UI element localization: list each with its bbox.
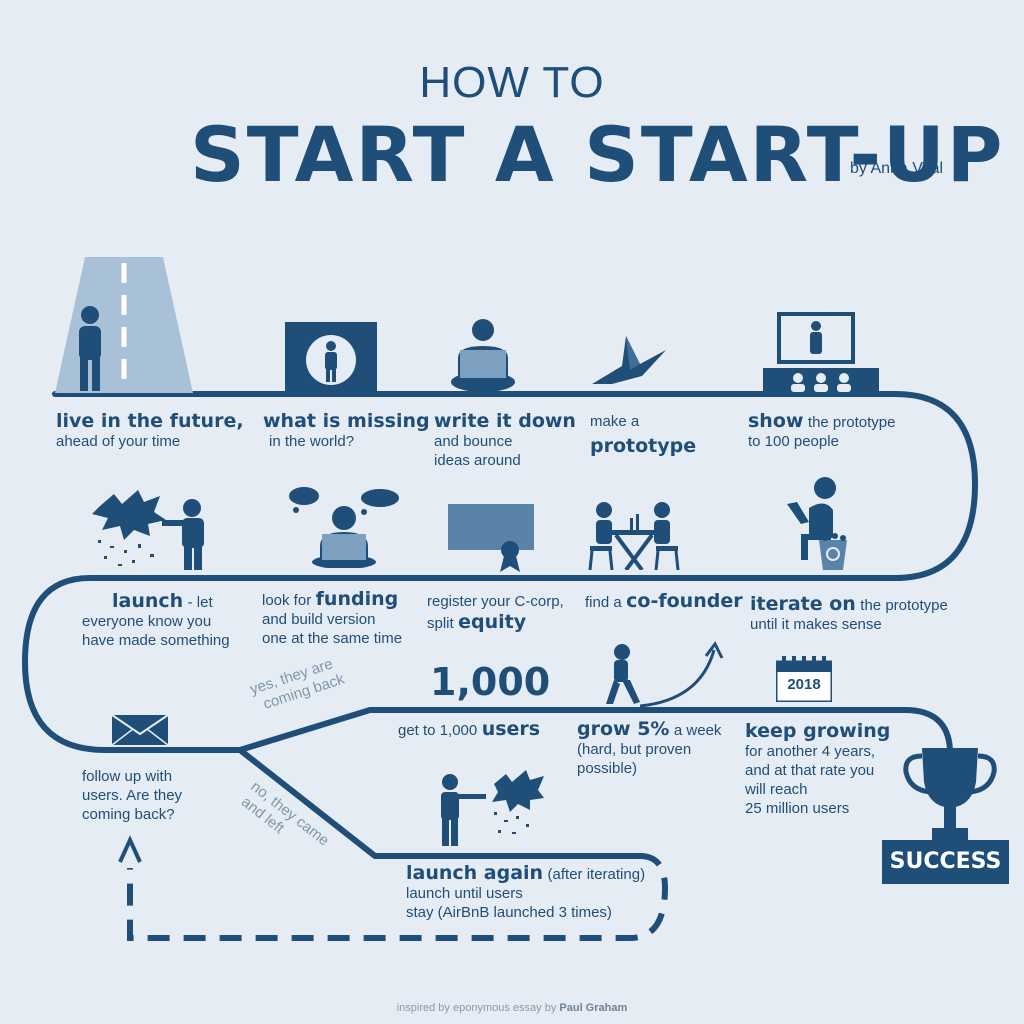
path-row-2	[22, 575, 898, 753]
certificate-icon	[448, 504, 534, 572]
step-funding: look for funding and build version one a…	[262, 588, 403, 647]
step-what-missing: what is missing in the world?	[263, 410, 430, 450]
step-live-future: live in the future, ahead of your time	[56, 410, 244, 450]
road-icon	[55, 257, 193, 393]
presentation-screen-icon	[763, 312, 879, 394]
person-icon	[79, 306, 101, 391]
success-badge: SUCCESS	[882, 840, 1009, 884]
step-launch-again: launch again (after iterating) launch un…	[406, 862, 646, 921]
step-show: show the prototype to 100 people	[748, 410, 896, 450]
byline: by Anna Vital	[850, 160, 944, 177]
calendar-icon: 2018	[776, 656, 832, 702]
step-iterate: iterate on the prototype until it makes …	[750, 593, 948, 633]
title-line-1: HOW TO	[419, 58, 605, 107]
path-row-1	[52, 391, 978, 581]
step-keep-growing: keep growing for another 4 years, and at…	[745, 720, 891, 817]
step-write-down: write it down and bounce ideas around	[434, 410, 576, 469]
path-branch-yes	[237, 707, 953, 753]
person-thinking-laptop-icon	[289, 487, 399, 568]
users-count: 1,000	[430, 660, 551, 704]
origami-bird-icon	[592, 336, 666, 384]
trophy-icon	[903, 748, 997, 840]
explosion-pointing-icon	[92, 490, 204, 570]
calendar-year: 2018	[787, 676, 821, 693]
step-prototype: make a prototype	[590, 413, 697, 457]
step-cofounder: find a co-founder	[585, 590, 743, 612]
step-register: register your C-corp, split equity	[427, 593, 564, 633]
arrowhead-up-icon	[118, 835, 142, 863]
path-branch-no	[237, 747, 643, 859]
person-trash-icon	[787, 477, 847, 570]
framed-person-icon	[285, 322, 377, 394]
growth-arrow-icon	[606, 641, 724, 708]
title-line-2: START A START-UP	[190, 110, 1005, 199]
explosion-pointing-icon-2	[441, 770, 544, 846]
dashed-loop	[127, 853, 669, 941]
person-pointing-icon	[162, 499, 204, 570]
step-get-users: get to 1,000 users	[398, 718, 541, 740]
step-grow: grow 5% a week (hard, but proven possibl…	[577, 718, 722, 777]
meeting-table-icon	[588, 502, 680, 570]
step-launch: launch - let everyone know you have made…	[82, 590, 230, 649]
envelope-icon	[111, 714, 169, 746]
step-follow-up: follow up with users. Are they coming ba…	[82, 768, 183, 823]
walking-person-icon	[606, 644, 640, 704]
person-laptop-icon	[451, 319, 515, 392]
footer-credit: inspired by eponymous essay by Paul Grah…	[396, 1002, 628, 1014]
